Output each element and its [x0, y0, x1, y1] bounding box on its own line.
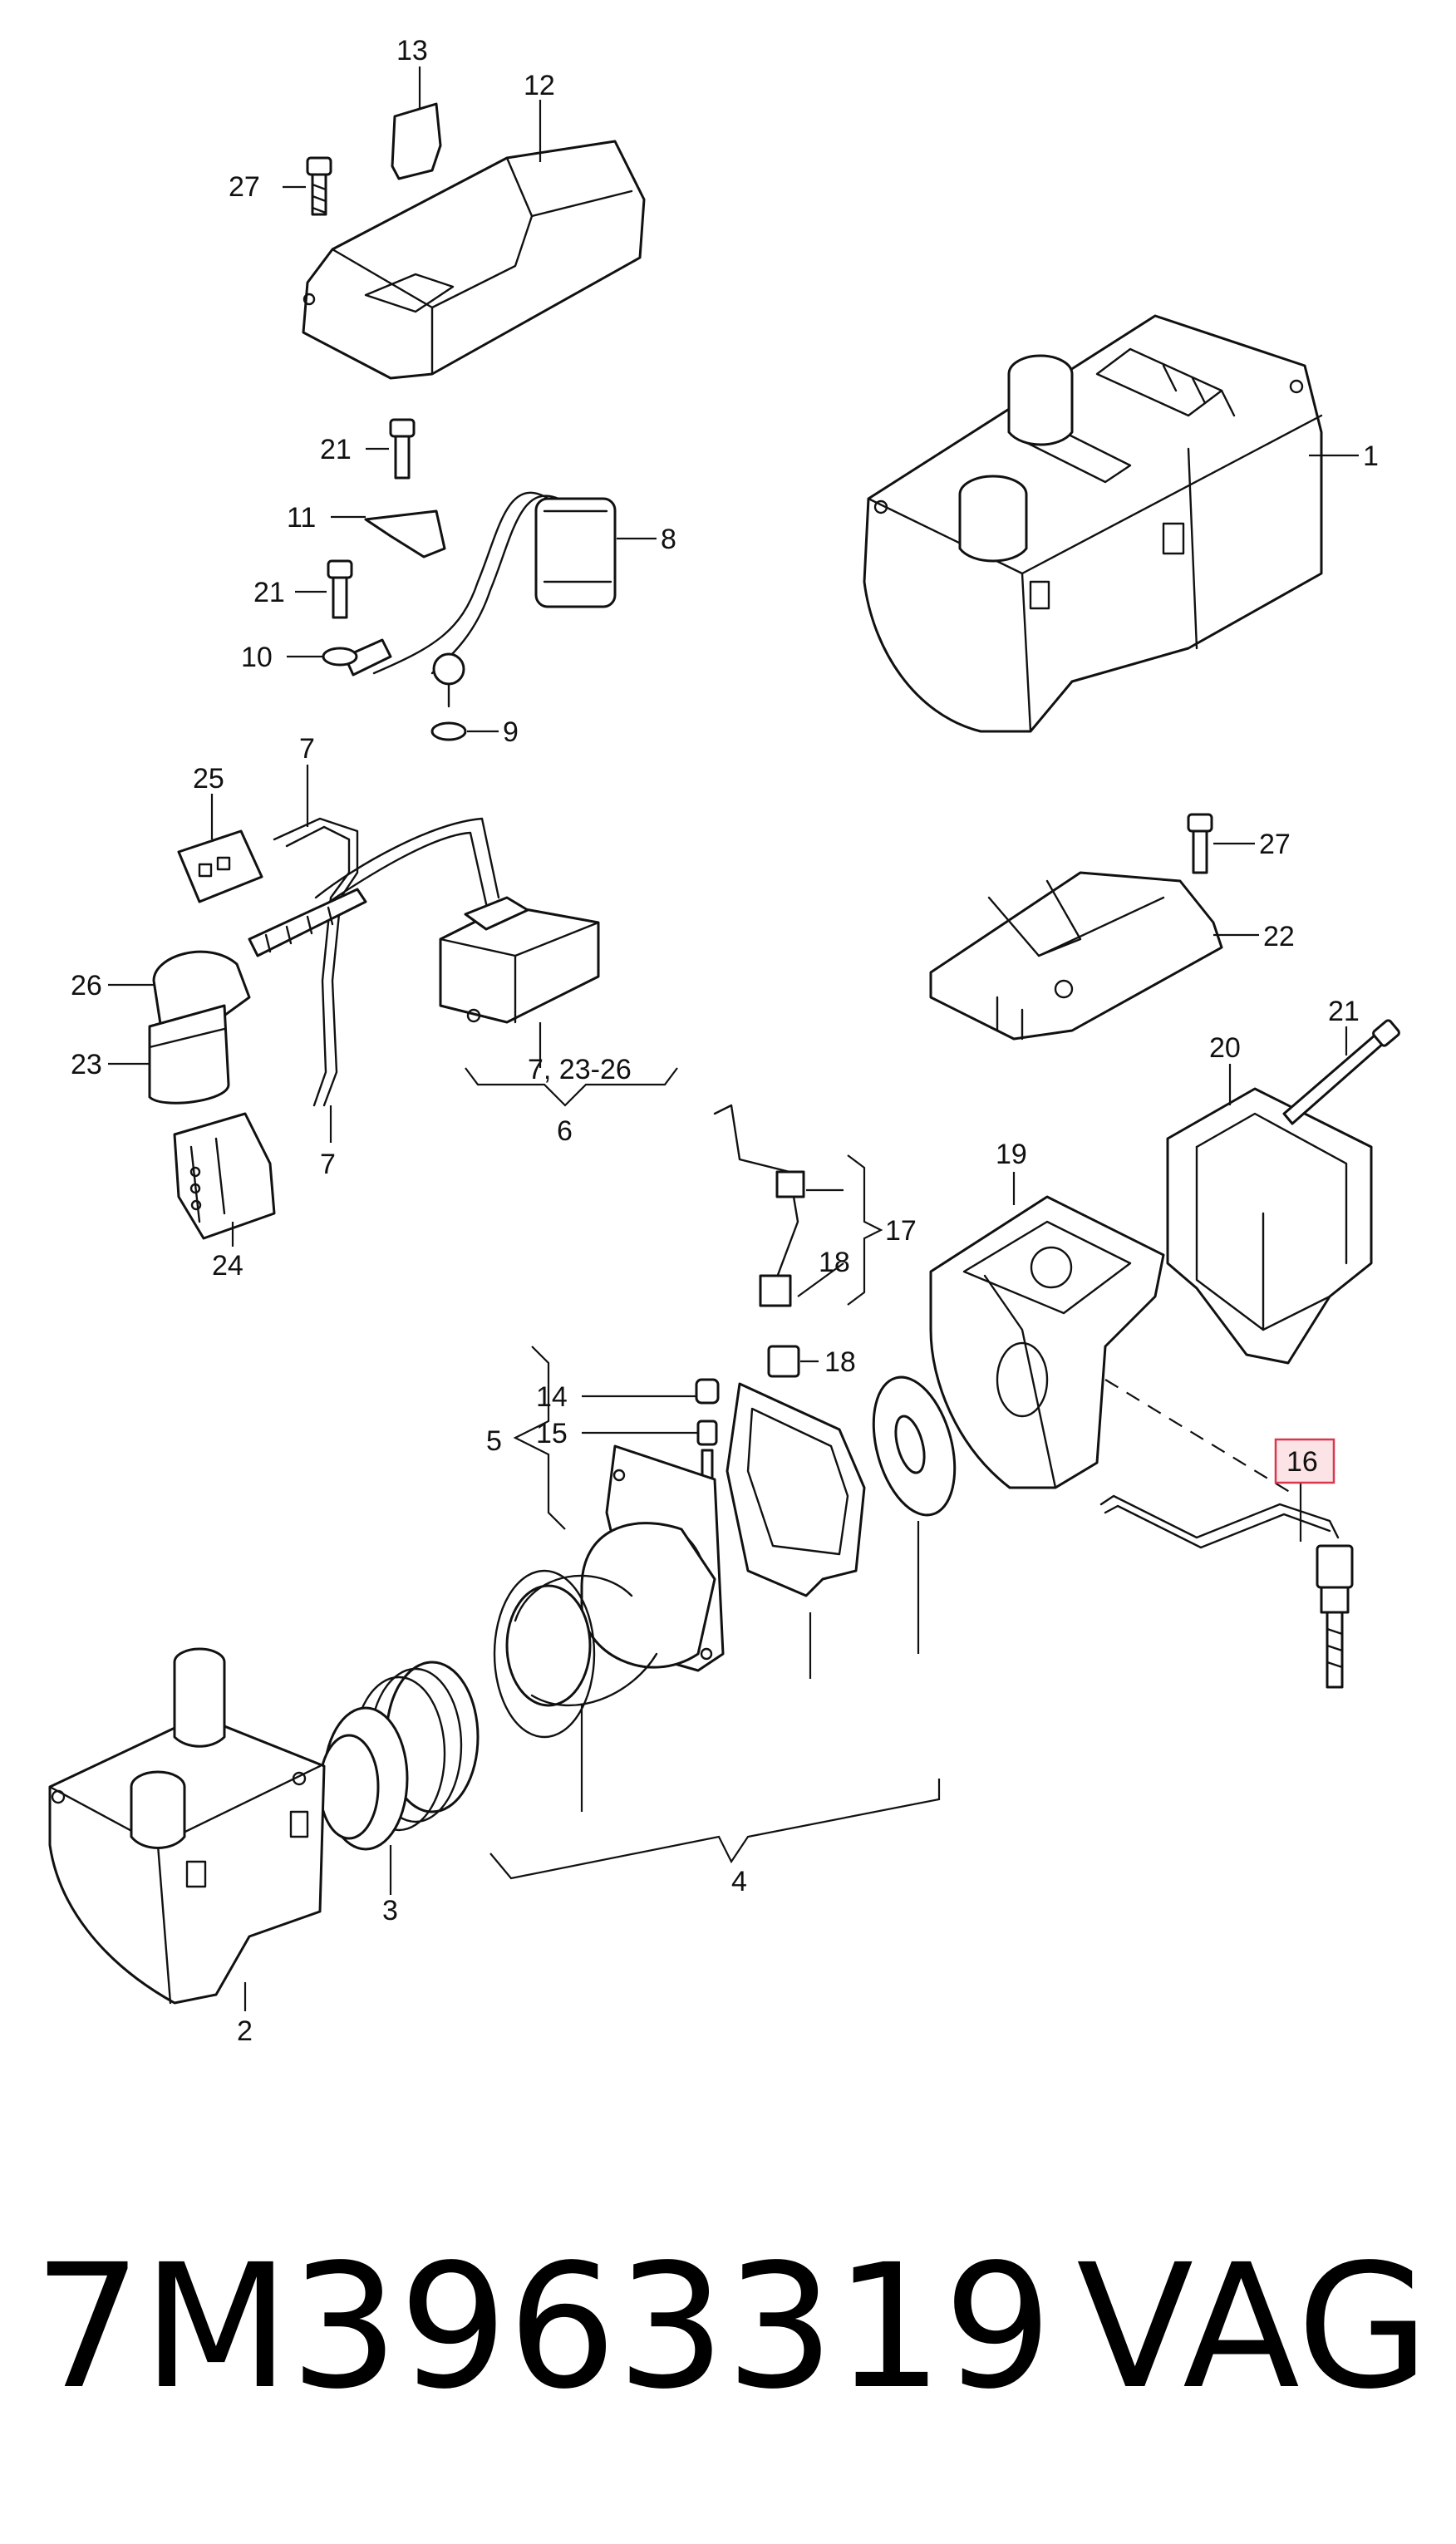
part-2-heat-exchanger — [48, 1647, 326, 2005]
callout-4: 4 — [731, 1866, 747, 1897]
callout-7: 7 — [299, 733, 315, 765]
callout-16-highlight-box — [1274, 1438, 1335, 1484]
callout-27: 27 — [229, 171, 260, 203]
callout-26: 26 — [71, 970, 102, 1001]
part-7-wiring-harness — [248, 817, 600, 1107]
part-12-cover — [302, 140, 646, 380]
callout-15: 15 — [536, 1418, 568, 1449]
callout-22: 22 — [1263, 921, 1295, 952]
callout-14: 14 — [536, 1381, 568, 1413]
callout-24: 24 — [212, 1250, 243, 1282]
callout-2: 2 — [237, 2015, 253, 2047]
callout-21: 21 — [1328, 996, 1360, 1027]
part-20-housing — [1166, 1087, 1373, 1365]
callout-1: 1 — [1363, 440, 1379, 472]
brand-name: VAG — [1076, 2227, 1429, 2427]
part-9-washer — [430, 721, 467, 741]
part-14-plug — [695, 1378, 720, 1405]
part-21-long-bolt — [1282, 1019, 1400, 1125]
part-8-sensor-harness — [343, 491, 617, 708]
part-17-sensor — [713, 1104, 805, 1307]
part-18-connector — [767, 1345, 800, 1378]
callout-18: 18 — [819, 1247, 850, 1278]
leader-lines — [108, 66, 1359, 2011]
callout-6: 6 — [557, 1115, 573, 1147]
part-21-screw-upper — [389, 418, 416, 480]
callout-21: 21 — [253, 577, 285, 608]
callout-17: 17 — [885, 1215, 917, 1247]
part-21-screw-lower — [327, 559, 353, 619]
callout-23: 23 — [71, 1049, 102, 1080]
part-10-washer — [322, 647, 358, 667]
axis-dashed-line — [1104, 1379, 1297, 1497]
callout-18: 18 — [824, 1346, 856, 1378]
part-4-burner-gasket — [726, 1382, 866, 1597]
part-16-glow-pin — [1099, 1494, 1354, 1689]
part-4-combustion-tube — [493, 1522, 716, 1739]
callout-10: 10 — [241, 642, 273, 673]
callout-group-7-23-26: 7, 23-26 — [528, 1054, 632, 1085]
group-brackets — [465, 1067, 941, 1880]
part-27-screw-top — [306, 156, 332, 216]
callout-11: 11 — [287, 502, 316, 534]
part-1-heater-unit — [863, 314, 1323, 733]
part-25-connector — [177, 829, 263, 903]
part-13-clip — [391, 102, 442, 180]
callout-27: 27 — [1259, 829, 1291, 860]
callout-19: 19 — [996, 1139, 1027, 1170]
callout-7: 7 — [320, 1149, 336, 1180]
part-19-combustion-housing — [929, 1195, 1165, 1489]
part-27-screw-right — [1187, 813, 1213, 874]
footer-part-number-row: 7M3963319 VAG — [33, 2202, 1429, 2452]
part-22-control-unit — [929, 871, 1223, 1041]
callout-8: 8 — [661, 524, 676, 555]
part-24-connector — [173, 1112, 276, 1240]
part-3-sleeve — [318, 1661, 480, 1851]
callout-labels: 13 12 27 1 21 11 8 21 10 9 7 25 27 22 26… — [71, 35, 1379, 2047]
callout-3: 3 — [382, 1895, 398, 1926]
callout-12: 12 — [524, 70, 555, 101]
callout-25: 25 — [193, 763, 224, 795]
part-11-bracket — [364, 509, 446, 558]
callout-9: 9 — [503, 716, 519, 748]
callout-13: 13 — [396, 35, 428, 66]
callout-21: 21 — [320, 434, 352, 465]
part-number: 7M3963319 — [33, 2227, 1053, 2427]
part-4-washer-ring — [872, 1375, 957, 1517]
callout-16: 16 — [1286, 1446, 1318, 1478]
callout-20: 20 — [1209, 1032, 1241, 1064]
part-23-connector-housing — [148, 1004, 230, 1105]
exploded-parts-diagram: 13 12 27 1 21 11 8 21 10 9 7 25 27 22 26… — [48, 35, 1400, 2047]
callout-5: 5 — [486, 1425, 502, 1457]
